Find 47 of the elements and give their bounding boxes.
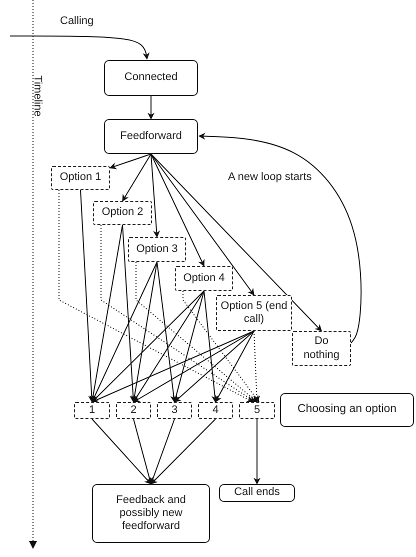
timeline-label: Timeline [32, 75, 44, 117]
dotted-arrow [136, 262, 258, 402]
dotted-arrow [253, 330, 260, 403]
dotted-arrow [182, 290, 260, 403]
choice-box: 4 [198, 402, 233, 419]
dotted-arrow [100, 224, 256, 402]
state-box: Choosing an option [280, 393, 414, 427]
arrow [90, 224, 123, 403]
edge-label: A new loop starts [228, 171, 312, 183]
option-box: Option 4 [175, 266, 233, 291]
arrow [204, 290, 218, 403]
arrow [150, 418, 216, 484]
arrow [215, 330, 254, 403]
arrow [92, 290, 204, 402]
arrow [10, 36, 150, 60]
arrow [131, 262, 158, 403]
choice-box: 2 [116, 402, 151, 419]
arrow [150, 154, 254, 296]
arrow [109, 154, 152, 170]
arrow [148, 96, 154, 120]
arrow [198, 132, 362, 344]
arrow [92, 418, 152, 485]
arrow [254, 418, 260, 485]
choice-box: 1 [74, 402, 110, 419]
state-box: Feedforward [104, 119, 198, 154]
arrow [150, 154, 204, 267]
state-box: Feedback and possibly new feedforward [92, 484, 210, 543]
choice-box: 3 [157, 402, 192, 419]
state-box: Connected [104, 60, 198, 96]
option-box: Do nothing [292, 331, 351, 366]
arrow [132, 330, 254, 402]
arrow [122, 154, 152, 202]
choice-box: 5 [239, 402, 275, 419]
arrow [91, 330, 254, 403]
arrow [150, 154, 322, 332]
dotted-arrow [58, 190, 254, 402]
option-box: Option 3 [128, 237, 186, 262]
edge-label: Calling [60, 15, 94, 27]
option-box: Option 5 (end call) [216, 295, 292, 331]
arrow [156, 262, 178, 403]
option-box: Option 2 [93, 201, 152, 225]
arrow [122, 224, 137, 403]
option-box: Option 1 [51, 166, 110, 190]
arrow [133, 290, 204, 403]
arrow [150, 154, 160, 238]
arrow [174, 330, 254, 402]
state-box: Call ends [219, 484, 295, 502]
